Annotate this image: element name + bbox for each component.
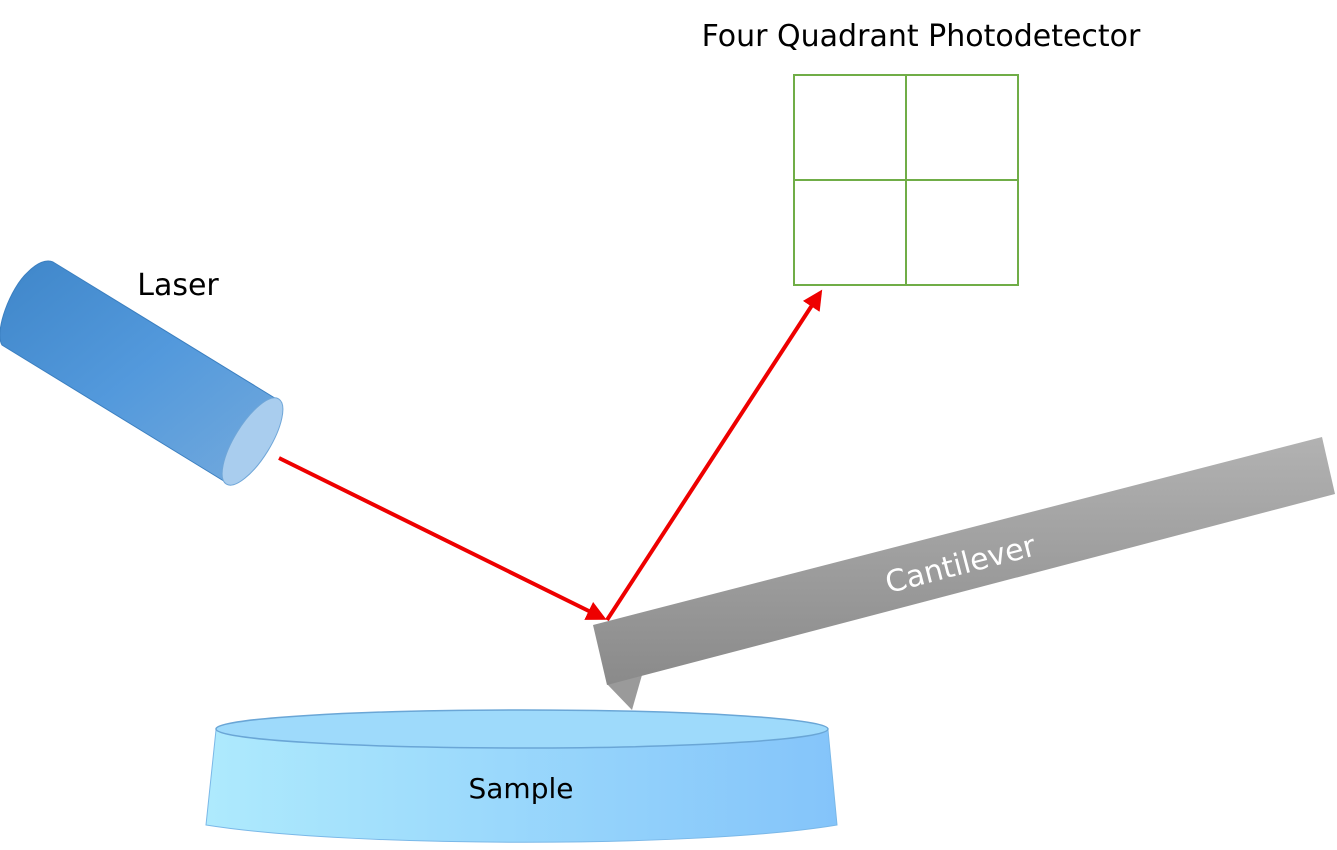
laser-beam [278, 289, 823, 622]
reflected-beam-arrow [605, 289, 823, 622]
incident-beam-arrow [278, 456, 607, 620]
laser [0, 260, 284, 486]
laser-body [0, 260, 279, 484]
sample-label: Sample [469, 772, 574, 805]
photodetector-label: Four Quadrant Photodetector [702, 19, 1141, 54]
cantilever-tip [607, 675, 642, 710]
cantilever-arm [593, 437, 1335, 685]
sample-top [215, 709, 829, 749]
cantilever [593, 437, 1335, 710]
photodetector [793, 74, 1019, 286]
laser-label: Laser [137, 268, 219, 303]
laser-aperture [221, 397, 284, 486]
sample-body [205, 729, 838, 843]
sample [205, 709, 838, 843]
